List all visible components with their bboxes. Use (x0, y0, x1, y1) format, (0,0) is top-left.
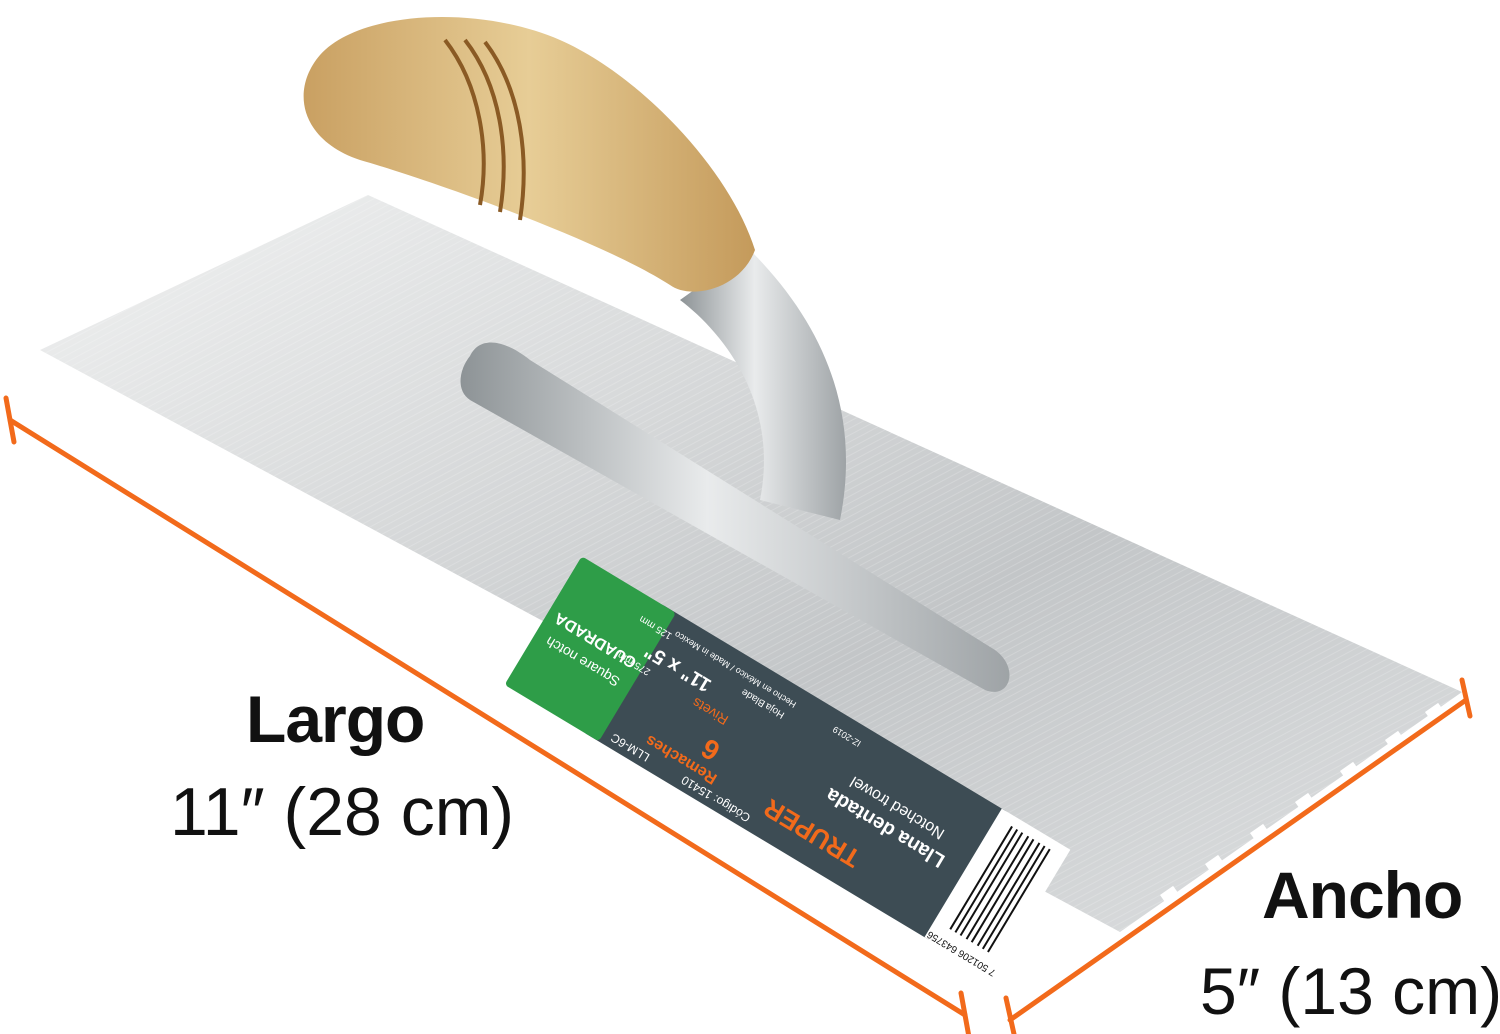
label-background (583, 604, 1009, 941)
length-dimension-line (3, 395, 971, 1034)
wooden-grip (303, 17, 755, 292)
notch-type-badge (505, 557, 675, 740)
product-label (505, 557, 1071, 979)
width-title: Ancho (1262, 858, 1463, 932)
barcode (949, 825, 1051, 953)
length-title: Largo (246, 682, 425, 756)
trowel-handle-mount (460, 250, 1010, 692)
width-dimension-line (1003, 677, 1473, 1034)
width-value: 5″ (13 cm) (1200, 954, 1500, 1028)
length-value: 11″ (28 cm) (170, 774, 515, 850)
